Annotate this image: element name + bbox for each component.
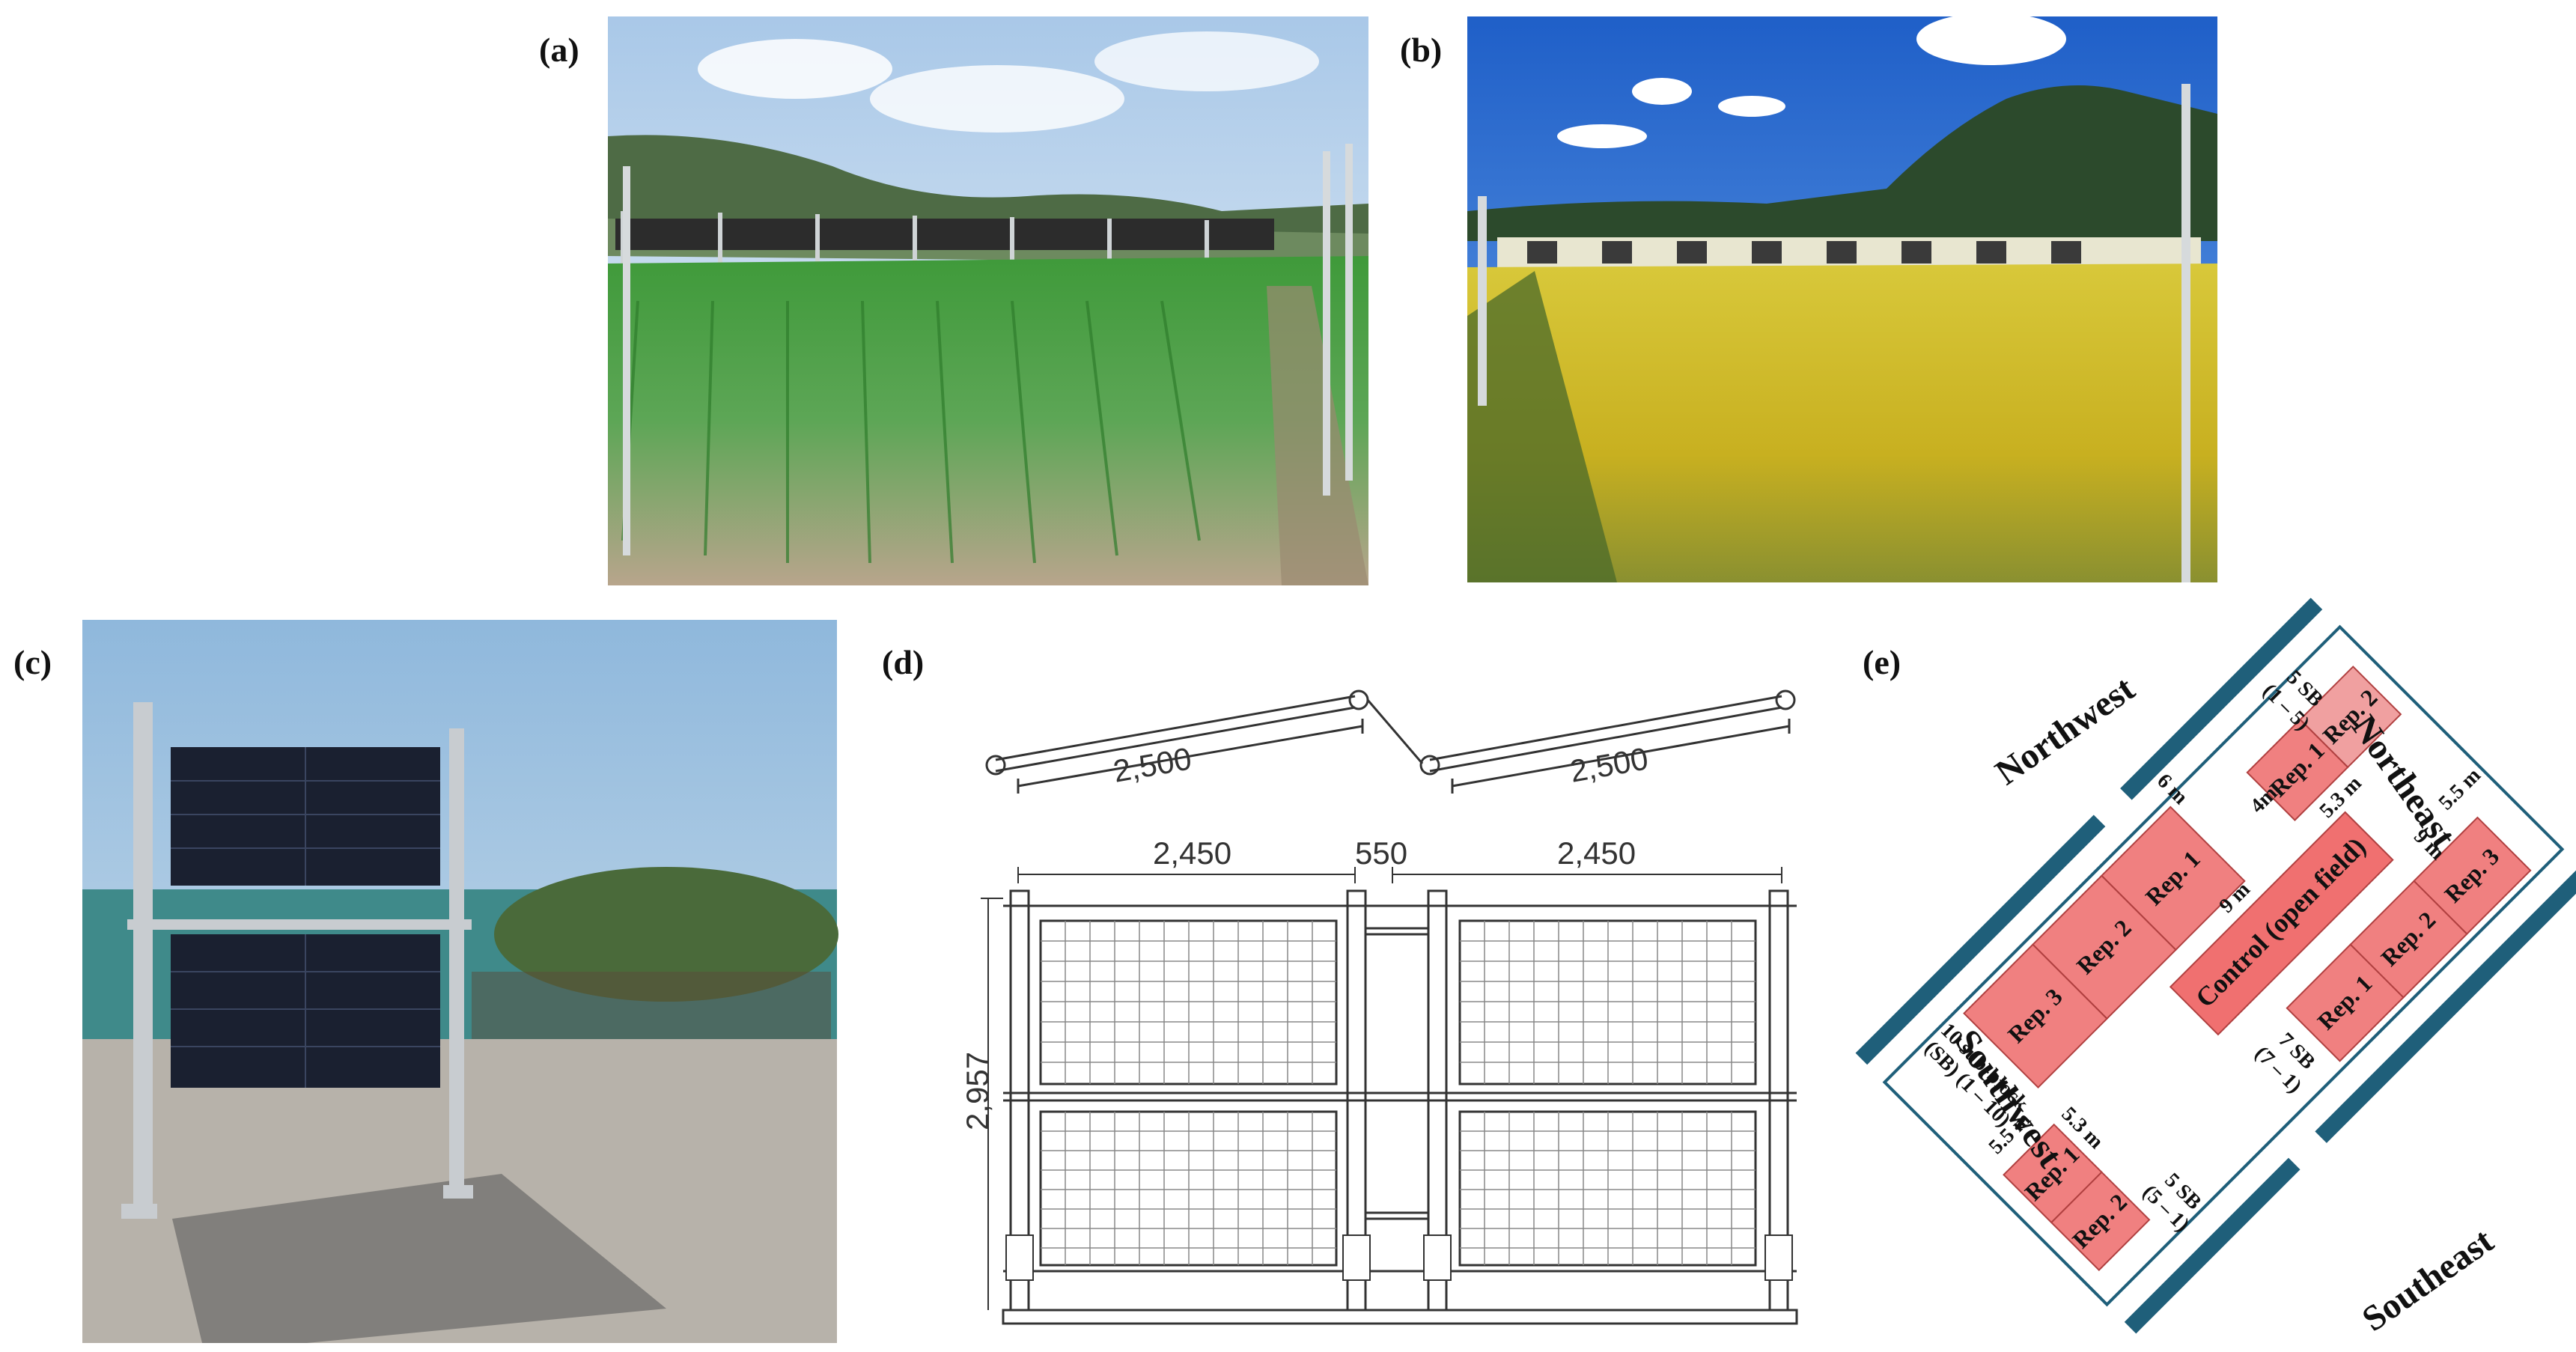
photo-b-image [1467,13,2217,582]
rails [1003,904,1797,1273]
drawing-d-svg: 2,500 2,500 2,450 550 2,450 2,957 [960,689,1798,1325]
diagram-e-svg: Rep. 2 Rep. 1 Rep. 3 Rep. 2 Rep. 1 Rep. … [1855,597,2576,1339]
diagram-e-field-layout: Rep. 2 Rep. 1 Rep. 3 Rep. 2 Rep. 1 Rep. … [1855,597,2576,1348]
ne-rep-1-block [2286,943,2405,1062]
dim-module-right: 2,450 [1557,835,1636,871]
dim-module-left: 2,450 [1153,835,1231,871]
photo-a-rice-paddy-green [608,16,1368,585]
border-southeast [2124,1157,2301,1334]
photo-a-image [608,16,1368,585]
photo-c-image [82,620,838,1343]
tilted-module-left [985,689,1369,794]
se-rep-1-block [2003,1123,2103,1224]
tilted-module-right [1366,689,1796,794]
control-block [2169,811,2394,1036]
photo-c-vertical-pv-structure [82,620,838,1343]
panel-e-label: (e) [1863,643,1901,681]
footings [1005,1234,1793,1281]
front-dim-lines [981,867,1782,1310]
direction-southeast: Southeast [2355,1221,2500,1339]
panel-b-label: (b) [1400,31,1443,69]
posts [1002,889,1798,1325]
direction-northwest: Northwest [1988,669,2142,793]
nw-rep-1-block [2246,718,2349,821]
border-northwest [2120,597,2323,800]
border-southwest [1855,814,2106,1065]
panel-a-label: (a) [539,31,579,69]
dim-height: 2,957 [960,1052,995,1130]
border-northeast [2315,866,2576,1143]
panel-d-label: (d) [882,643,925,681]
photo-b-rice-paddy-golden [1467,13,2217,582]
drawing-d-structure: 2,500 2,500 2,450 550 2,450 2,957 [960,666,1842,1340]
panel-c-label: (c) [13,643,52,681]
dim-gap: 550 [1355,835,1407,871]
connectors [1364,927,1430,1220]
module-grids [1039,919,1757,1267]
dim-tilt-right: 2,500 [1567,740,1651,789]
sw-rep-3-block [1963,943,2108,1089]
